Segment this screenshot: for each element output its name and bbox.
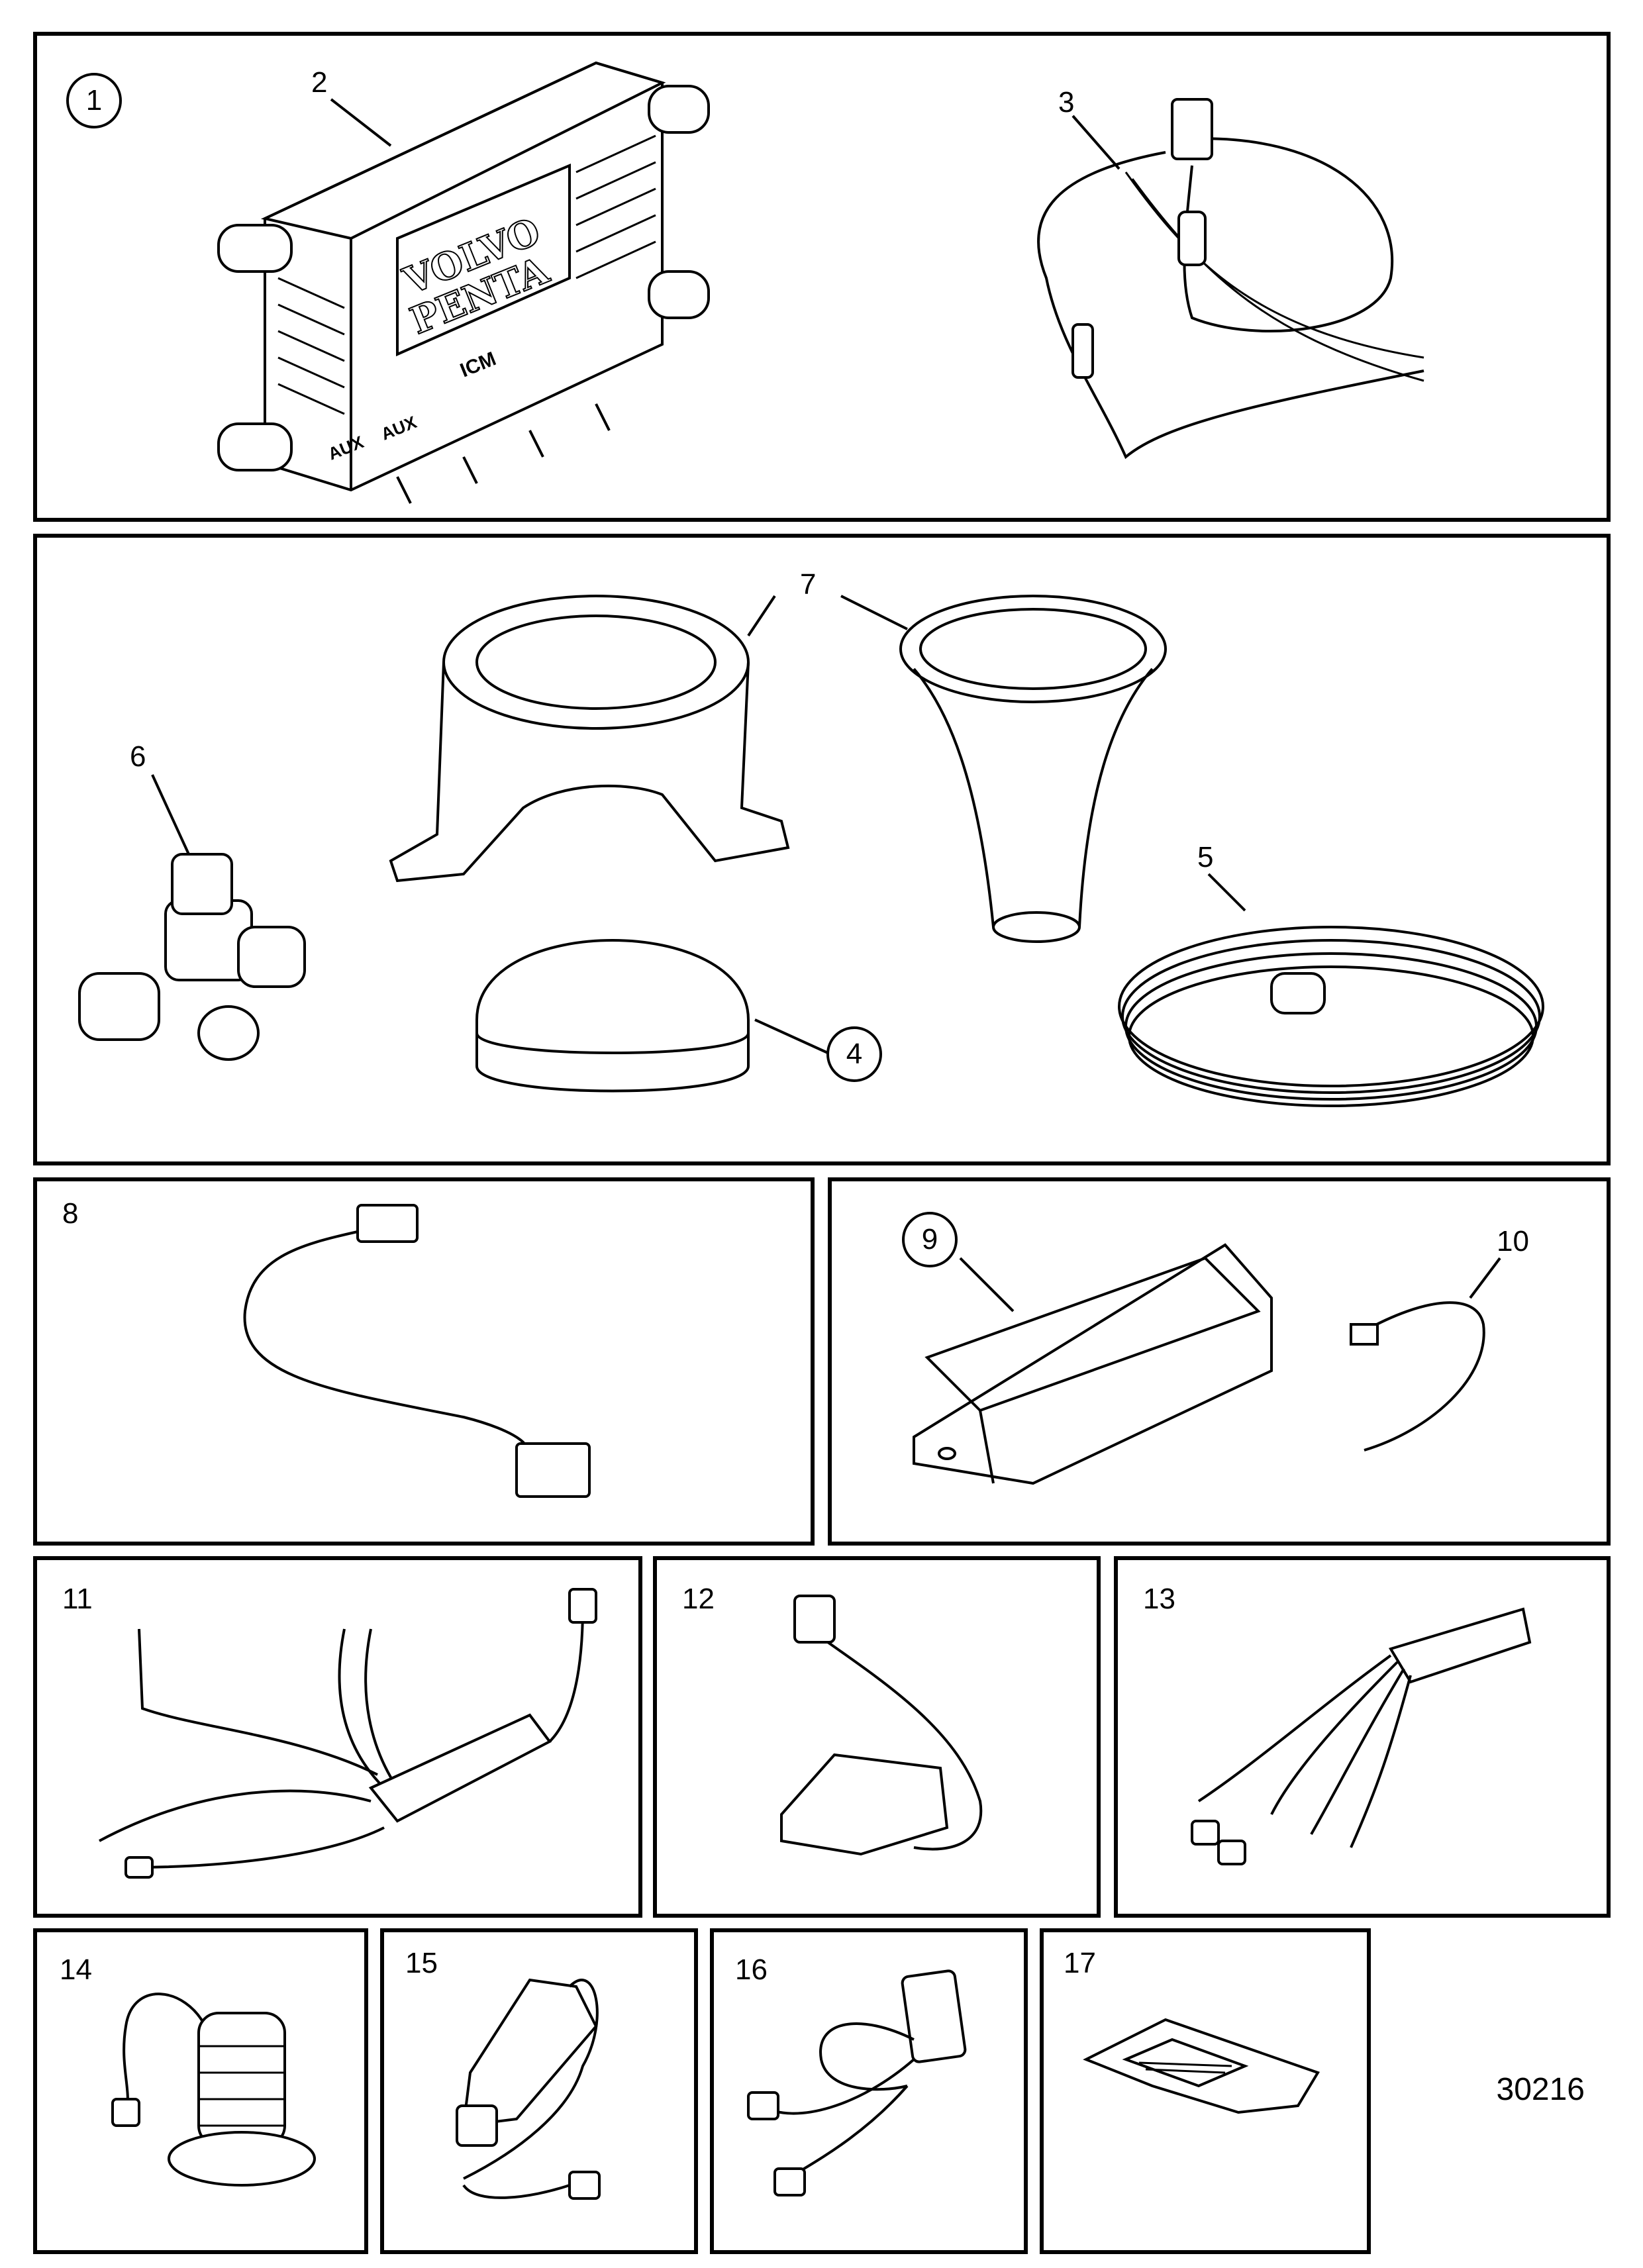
callout-11: 11: [62, 1583, 93, 1615]
callout-2: 2: [311, 66, 328, 99]
callout-7: 7: [800, 568, 817, 601]
callout-10: 10: [1497, 1225, 1529, 1257]
callout-14: 14: [60, 1953, 92, 1986]
panel-cable-8: [33, 1177, 815, 1546]
callout-5: 5: [1197, 841, 1214, 873]
callout-4: 4: [826, 1026, 882, 1082]
callout-3: 3: [1058, 86, 1075, 119]
callout-16: 16: [735, 1953, 768, 1986]
drawing-reference-number: 30216: [1496, 2072, 1585, 2107]
callout-8: 8: [62, 1197, 79, 1230]
callout-1: 1: [66, 73, 122, 128]
panel-gps-group: [33, 534, 1611, 1165]
callout-15: 15: [405, 1947, 438, 1979]
callout-13: 13: [1143, 1583, 1175, 1615]
panel-module-12: [653, 1556, 1101, 1918]
panel-harness-13: [1114, 1556, 1611, 1918]
callout-17: 17: [1064, 1947, 1096, 1979]
callout-9: 9: [902, 1212, 958, 1267]
callout-6: 6: [130, 740, 146, 773]
callout-12: 12: [682, 1583, 715, 1615]
